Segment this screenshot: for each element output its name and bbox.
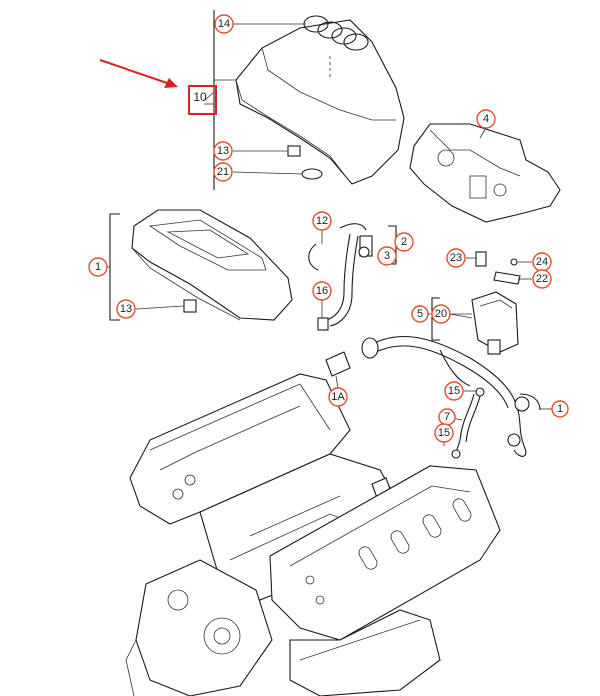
svg-text:1: 1 [557,403,563,415]
svg-text:16: 16 [316,285,328,297]
callout-13-lower[interactable]: 13 [116,299,136,319]
callout-14[interactable]: 14 [214,14,234,34]
svg-text:13: 13 [217,145,229,157]
callout-5[interactable]: 5 [411,305,429,323]
svg-text:1: 1 [95,261,101,273]
svg-text:22: 22 [536,273,548,285]
callout-3[interactable]: 3 [377,246,397,266]
mounting-bracket [409,123,561,223]
bolt-part [475,251,487,267]
callout-13[interactable]: 13 [213,141,233,161]
callout-7[interactable]: 7 [438,408,456,426]
svg-text:10: 10 [193,90,207,104]
grommet-1a [325,351,351,377]
bracket-separator [431,297,440,341]
svg-text:24: 24 [536,256,548,268]
callout-15-lower[interactable]: 15 [434,423,454,443]
svg-text:2: 2 [401,236,407,248]
callout-22[interactable]: 22 [532,269,552,289]
svg-text:5: 5 [417,308,423,320]
callout-23[interactable]: 23 [446,248,466,268]
small-hose [453,393,475,457]
svg-text:15: 15 [438,427,450,439]
red-arrow-icon [99,59,178,88]
svg-text:13: 13 [120,303,132,315]
highlight-box-10[interactable]: 10 [188,85,217,115]
callout-20[interactable]: 20 [431,304,451,324]
callout-1-left[interactable]: 1 [88,257,108,277]
svg-text:15: 15 [448,385,460,397]
svg-text:12: 12 [316,215,328,227]
svg-text:1A: 1A [331,391,345,403]
callout-21[interactable]: 21 [213,162,233,182]
callout-16[interactable]: 16 [312,281,332,301]
callout-2[interactable]: 2 [394,232,414,252]
grommet-part [287,145,301,157]
oil-separator [361,291,541,457]
bracket-plate [493,271,521,285]
callout-15-upper[interactable]: 15 [444,381,464,401]
callout-1a[interactable]: 1A [328,387,348,407]
svg-text:21: 21 [217,166,229,178]
grommet-part-2 [183,299,197,313]
svg-text:14: 14 [218,18,230,30]
callout-12[interactable]: 12 [312,211,332,231]
svg-text:20: 20 [435,308,447,320]
engine-cover-lower [131,209,293,321]
svg-text:23: 23 [450,252,462,264]
svg-text:4: 4 [483,113,489,125]
svg-text:7: 7 [444,411,450,423]
svg-text:3: 3 [384,250,390,262]
engine-block [125,373,501,696]
engine-cover-upper [235,15,405,185]
callout-24[interactable]: 24 [532,252,552,272]
callout-4[interactable]: 4 [476,109,496,129]
callout-1-right[interactable]: 1 [551,400,569,418]
breather-hose [308,223,373,331]
washer-part [301,168,323,180]
